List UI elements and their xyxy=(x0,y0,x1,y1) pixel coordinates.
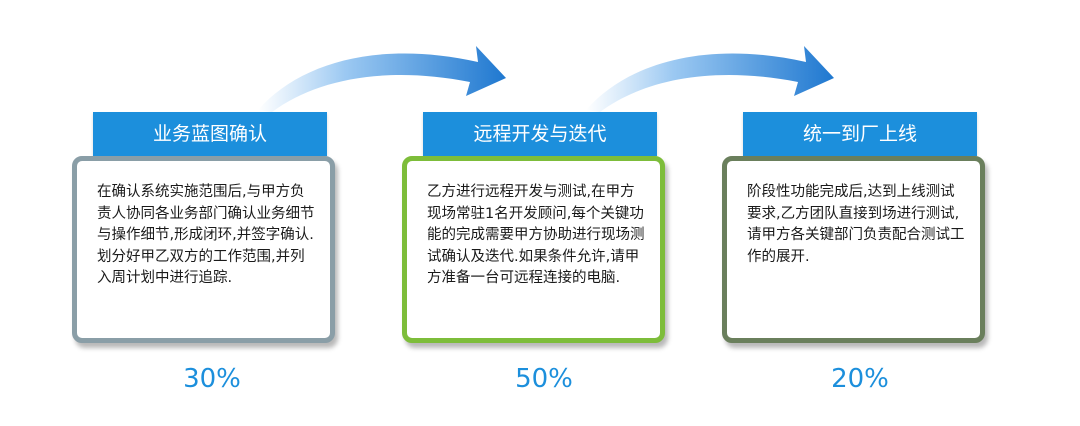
stage-percentage: 30% xyxy=(183,364,241,394)
stage-description-box: 阶段性功能完成后,达到上线测试要求,乙方团队直接到场进行测试,请甲方各关键部门负… xyxy=(722,156,985,343)
description-line: 划分好甲乙双方的工作范围,并列入周计划中进行追踪. xyxy=(97,248,305,287)
stage-percentage: 20% xyxy=(831,364,889,394)
stage-description-box: 在确认系统实施范围后,与甲方负责人协同各业务部门确认业务细节与操作细节,形成闭环… xyxy=(72,156,335,343)
description-line: 阶段性功能完成后,达到上线测试要求,乙方团队直接到场进行测试,请甲方各关键部门负… xyxy=(747,184,965,265)
stage-description-box: 乙方进行远程开发与测试,在甲方现场常驻1名开发顾问,每个关键功能的完成需要甲方协… xyxy=(402,156,665,343)
stage-title: 业务蓝图确认 xyxy=(93,112,327,156)
stage-title: 统一到厂上线 xyxy=(743,112,977,156)
stage-remote-development: 远程开发与迭代 乙方进行远程开发与测试,在甲方现场常驻1名开发顾问,每个关键功能… xyxy=(402,0,677,426)
stage-onsite-launch: 统一到厂上线 阶段性功能完成后,达到上线测试要求,乙方团队直接到场进行测试,请甲… xyxy=(722,0,997,426)
stage-percentage: 50% xyxy=(515,364,573,394)
description-line: 乙方进行远程开发与测试,在甲方现场常驻1名开发顾问,每个关键功能的完成需要甲方协… xyxy=(427,184,645,286)
description-line: 在确认系统实施范围后,与甲方负责人协同各业务部门确认业务细节与操作细节,形成闭环… xyxy=(97,184,315,243)
stage-blueprint-confirmation: 业务蓝图确认 在确认系统实施范围后,与甲方负责人协同各业务部门确认业务细节与操作… xyxy=(72,0,347,426)
curved-arrow-right-icon xyxy=(258,46,506,112)
curved-arrow-right-icon xyxy=(586,46,834,112)
stage-title: 远程开发与迭代 xyxy=(423,112,657,156)
